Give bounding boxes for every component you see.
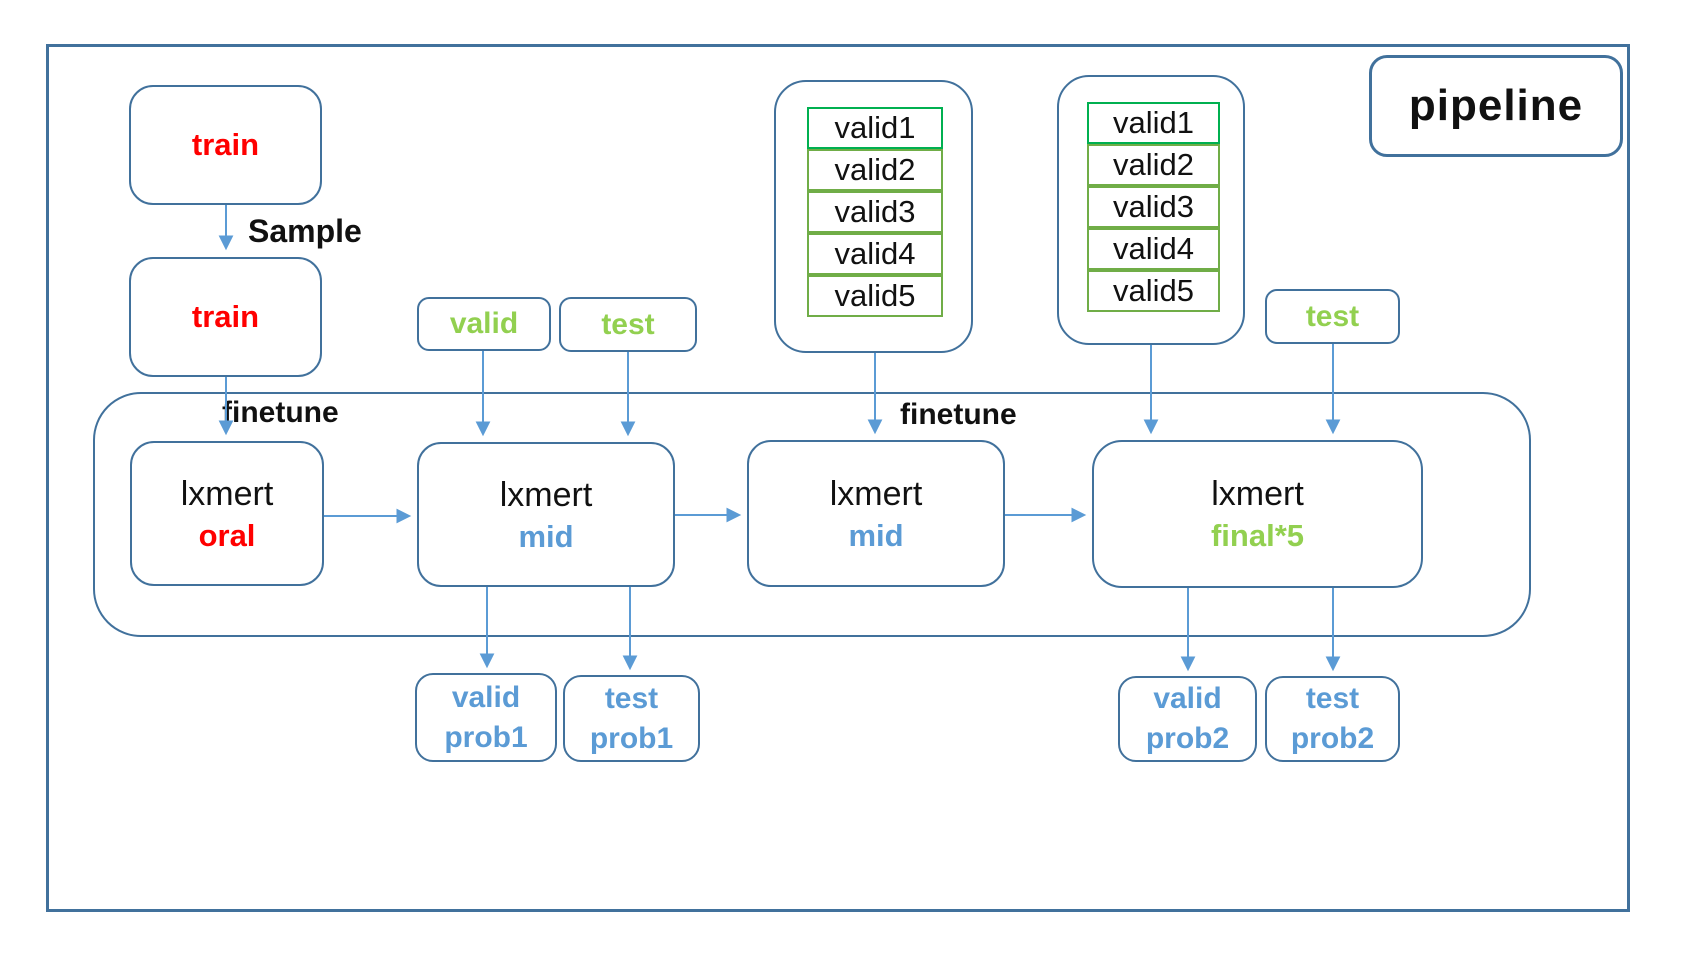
test-box-1: test bbox=[559, 297, 697, 352]
output-valid-prob1-line1: valid bbox=[451, 680, 521, 714]
model-box-mid-2: lxmert mid bbox=[747, 440, 1005, 587]
valid-stack-1-row-2: valid2 bbox=[807, 149, 943, 191]
valid-box: valid bbox=[417, 297, 551, 351]
valid-stack-1-row-1: valid1 bbox=[807, 107, 943, 149]
valid-stack-2-row-5: valid5 bbox=[1087, 270, 1220, 312]
finetune-container bbox=[93, 392, 1531, 637]
pipeline-title-box: pipeline bbox=[1369, 55, 1623, 157]
valid-stack-2-row-2: valid2 bbox=[1087, 144, 1220, 186]
model-oral-name: lxmert bbox=[180, 474, 274, 513]
pipeline-title: pipeline bbox=[1408, 81, 1584, 130]
train-box-1: train bbox=[129, 85, 322, 205]
output-test-prob1-line2: prob1 bbox=[589, 721, 674, 755]
valid-stack-2-row-4: valid4 bbox=[1087, 228, 1220, 270]
train-box-1-label: train bbox=[191, 127, 260, 162]
test-box-2: test bbox=[1265, 289, 1400, 344]
finetune-label-1: finetune bbox=[222, 396, 339, 429]
model-mid-2-stage: mid bbox=[848, 517, 904, 553]
model-mid-1-stage: mid bbox=[518, 518, 574, 554]
valid-stack-1-row-4: valid4 bbox=[807, 233, 943, 275]
model-box-final: lxmert final*5 bbox=[1092, 440, 1423, 588]
output-valid-prob1-line2: prob1 bbox=[444, 720, 528, 754]
finetune-label-2: finetune bbox=[900, 398, 1017, 431]
model-box-mid-1: lxmert mid bbox=[417, 442, 675, 587]
train-box-2: train bbox=[129, 257, 322, 377]
diagram-outer-frame bbox=[46, 44, 1630, 912]
valid-box-label: valid bbox=[449, 307, 519, 340]
output-valid-prob2: valid prob2 bbox=[1118, 676, 1257, 762]
test-box-1-label: test bbox=[601, 307, 655, 341]
train-box-2-label: train bbox=[191, 299, 260, 334]
model-box-oral: lxmert oral bbox=[130, 441, 324, 586]
sample-label: Sample bbox=[248, 213, 362, 249]
model-oral-stage: oral bbox=[198, 517, 256, 553]
valid-stack-1-row-3: valid3 bbox=[807, 191, 943, 233]
output-valid-prob2-line1: valid bbox=[1153, 682, 1222, 715]
valid-stack-1-row-5: valid5 bbox=[807, 275, 943, 317]
output-test-prob1: test prob1 bbox=[563, 675, 700, 762]
model-mid-1-name: lxmert bbox=[499, 475, 593, 514]
output-test-prob2-line2: prob2 bbox=[1290, 722, 1375, 755]
output-test-prob2-line1: test bbox=[1305, 682, 1360, 715]
model-final-stage: final*5 bbox=[1210, 518, 1305, 553]
output-valid-prob2-line2: prob2 bbox=[1145, 722, 1230, 755]
valid-stack-2-row-1: valid1 bbox=[1087, 102, 1220, 144]
model-final-name: lxmert bbox=[1211, 475, 1304, 513]
model-mid-2-name: lxmert bbox=[829, 474, 923, 513]
output-valid-prob1: valid prob1 bbox=[415, 673, 557, 762]
valid-stack-2-row-3: valid3 bbox=[1087, 186, 1220, 228]
test-box-2-label: test bbox=[1305, 299, 1360, 333]
output-test-prob1-line1: test bbox=[604, 681, 659, 715]
output-test-prob2: test prob2 bbox=[1265, 676, 1400, 762]
